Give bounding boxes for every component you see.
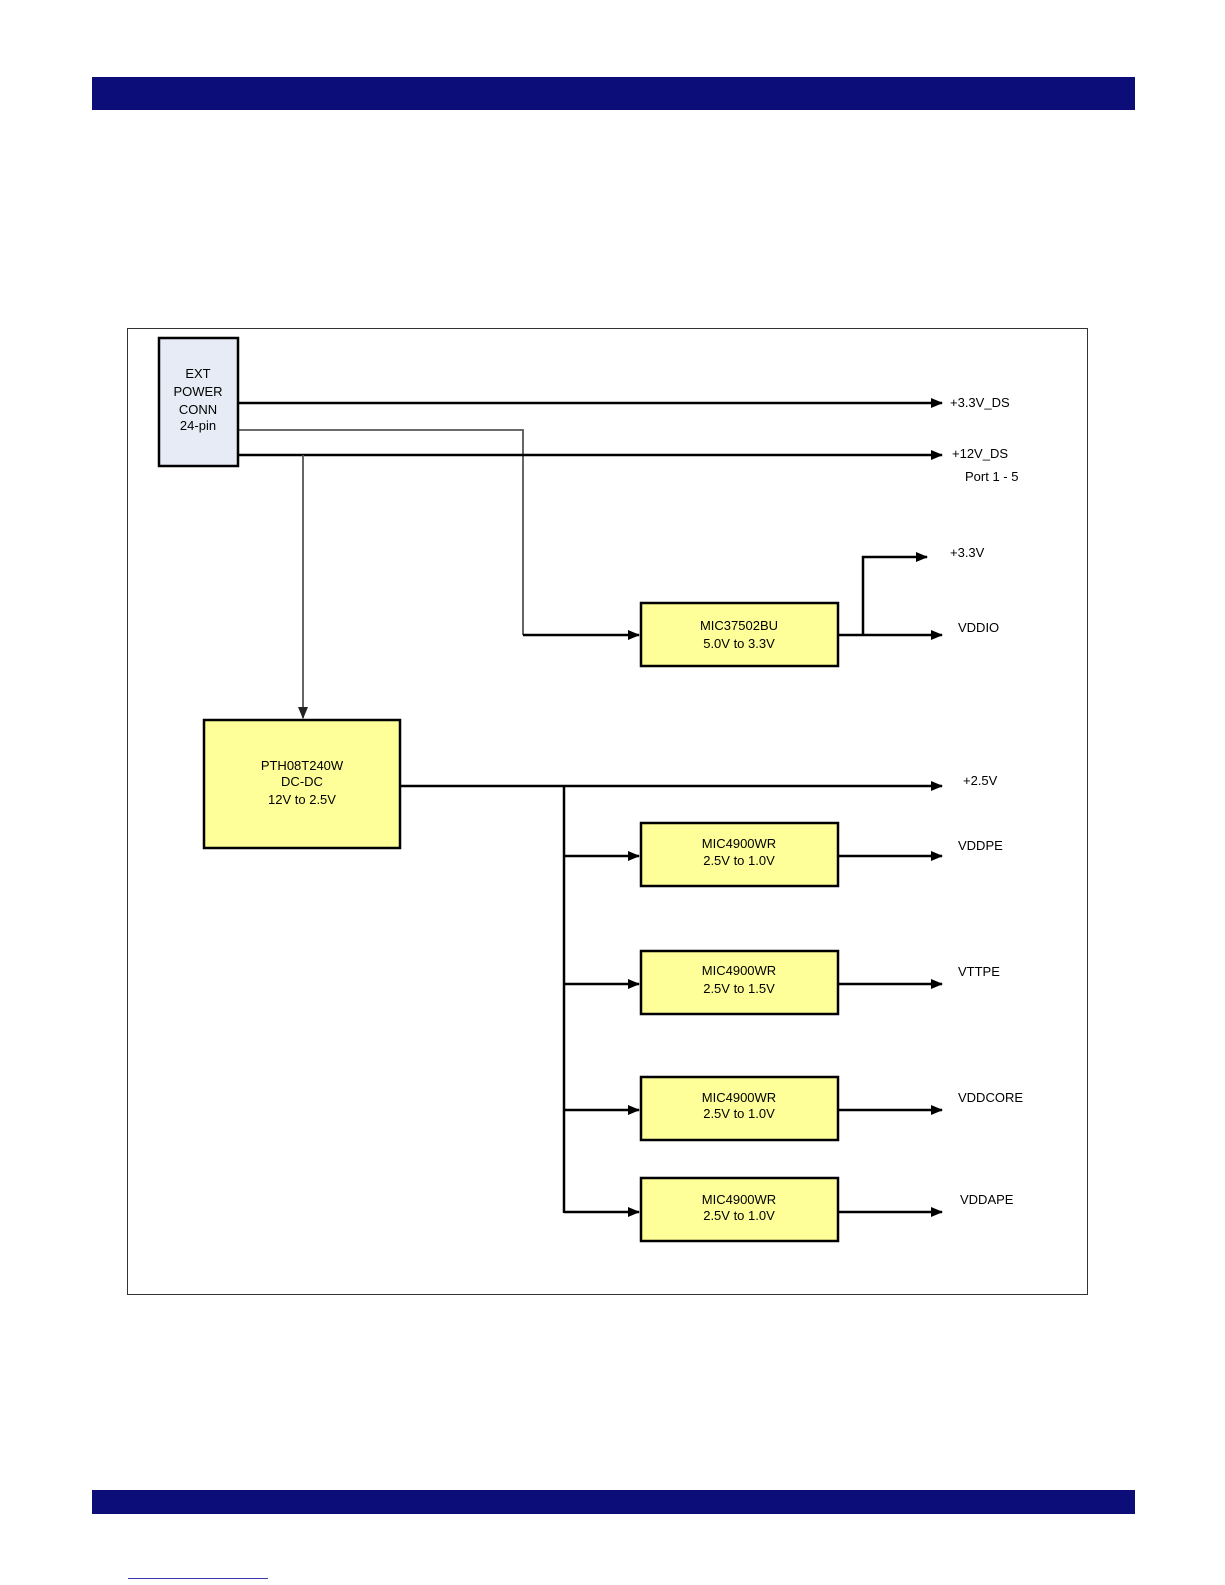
connector-label-1: EXT (185, 366, 210, 381)
mic4900-vddape-regulator: MIC4900WR 2.5V to 1.0V (641, 1178, 838, 1241)
mic4900-vddpe-conversion: 2.5V to 1.0V (703, 853, 775, 868)
header-bar (92, 77, 1135, 110)
connector-label-4: 24-pin (180, 418, 216, 433)
pth08t240w-converter: PTH08T240W DC-DC 12V to 2.5V (204, 720, 400, 848)
mic4900-vttpe-regulator: MIC4900WR 2.5V to 1.5V (641, 951, 838, 1014)
output-12v-ds-note: Port 1 - 5 (965, 469, 1018, 484)
pth-part: PTH08T240W (261, 758, 344, 773)
mic4900-vddpe-part: MIC4900WR (702, 836, 776, 851)
footer-link-underline[interactable] (128, 1578, 268, 1579)
output-3v3-label: +3.3V (950, 545, 985, 560)
output-3v3-ds-label: +3.3V_DS (950, 395, 1010, 410)
mic37502-regulator: MIC37502BU 5.0V to 3.3V (641, 603, 838, 666)
output-vddio-label: VDDIO (958, 620, 999, 635)
connector-label-2: POWER (173, 384, 222, 399)
output-12v-ds-label: +12V_DS (952, 446, 1008, 461)
ext-power-connector: EXT POWER CONN 24-pin (159, 338, 238, 466)
mic4900-vddpe-regulator: MIC4900WR 2.5V to 1.0V (641, 823, 838, 886)
mic4900-vddcore-conversion: 2.5V to 1.0V (703, 1106, 775, 1121)
footer-bar (92, 1490, 1135, 1514)
mic4900-vttpe-conversion: 2.5V to 1.5V (703, 981, 775, 996)
output-vddape-label: VDDAPE (960, 1192, 1014, 1207)
mic37502-part: MIC37502BU (700, 618, 778, 633)
pth-conversion: 12V to 2.5V (268, 792, 336, 807)
output-vttpe-label: VTTPE (958, 964, 1000, 979)
output-vddcore-label: VDDCORE (958, 1090, 1023, 1105)
mic4900-vddape-part: MIC4900WR (702, 1192, 776, 1207)
mic37502-conversion: 5.0V to 3.3V (703, 636, 775, 651)
output-2v5-label: +2.5V (963, 773, 998, 788)
output-vddpe-label: VDDPE (958, 838, 1003, 853)
pth-type: DC-DC (281, 774, 323, 789)
mic4900-vttpe-part: MIC4900WR (702, 963, 776, 978)
power-distribution-diagram: EXT POWER CONN 24-pin MIC37502BU 5.0V to… (127, 328, 1102, 1295)
mic4900-vddape-conversion: 2.5V to 1.0V (703, 1208, 775, 1223)
connector-label-3: CONN (179, 402, 217, 417)
mic4900-vddcore-part: MIC4900WR (702, 1090, 776, 1105)
mic4900-vddcore-regulator: MIC4900WR 2.5V to 1.0V (641, 1077, 838, 1140)
